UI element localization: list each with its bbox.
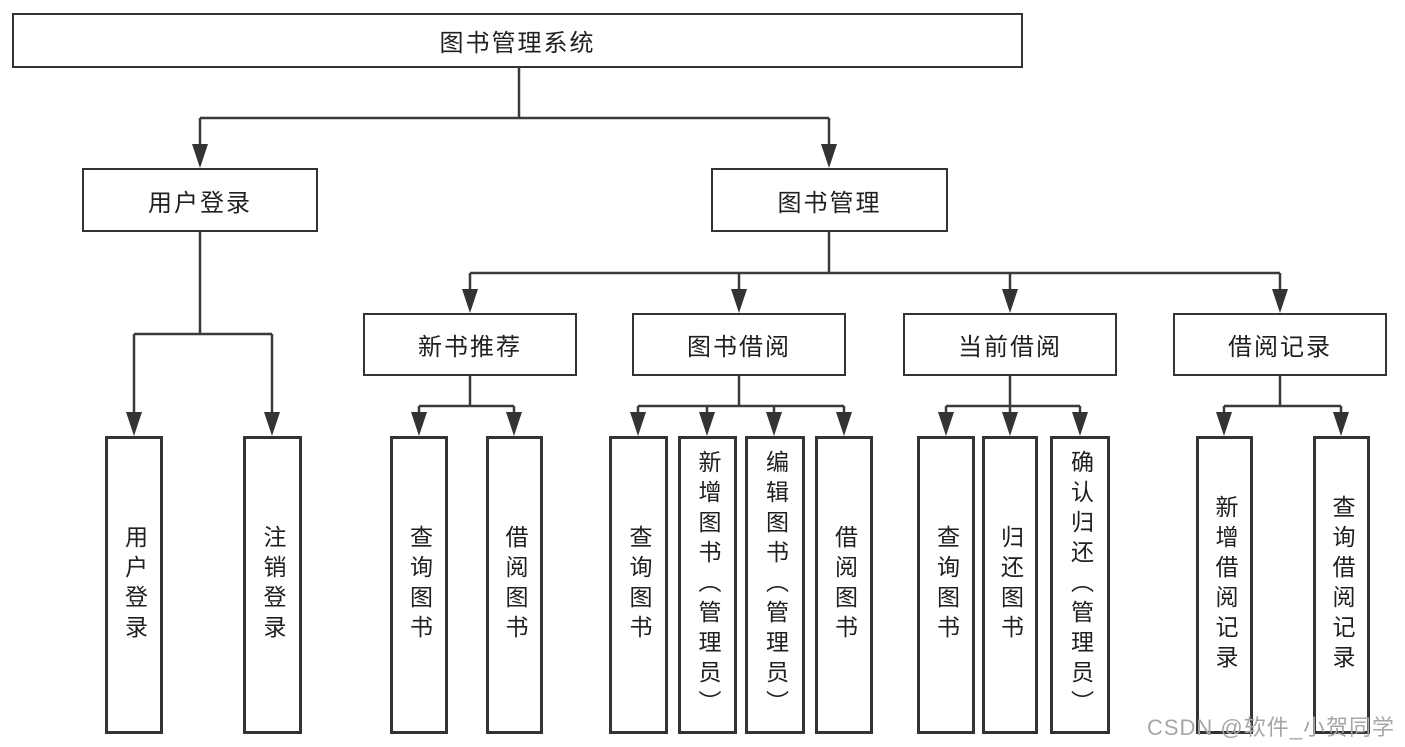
connector-new-book-recommend (417, 376, 516, 418)
leaf-label: 注销登录 (260, 525, 286, 645)
node-label: 图书管理系统 (439, 30, 596, 57)
leaf-query-books-recommend: 查询图书 (390, 436, 448, 734)
connector-book-management (468, 232, 1282, 295)
arrowhead-leaf (766, 412, 782, 436)
leaf-label: 查询图书 (626, 525, 652, 645)
arrowhead-leaf (938, 412, 954, 436)
arrowhead-leaf (1216, 412, 1232, 436)
leaf-query-borrow-record: 查询借阅记录 (1313, 436, 1370, 734)
leaf-label: 查询借阅记录 (1329, 495, 1355, 675)
arrowhead-leaf (630, 412, 646, 436)
leaf-add-book-admin: 新增图书（管理员） (678, 436, 737, 734)
node-borrow-records: 借阅记录 (1173, 313, 1387, 376)
arrowhead-logout-leaf (264, 412, 280, 436)
leaf-label: 查询图书 (406, 525, 433, 645)
leaf-label: 确认归还（管理员） (1067, 450, 1094, 720)
arrowhead-leaf (411, 412, 427, 436)
leaf-query-books-borrow: 查询图书 (609, 436, 668, 734)
leaf-borrow-books: 借阅图书 (815, 436, 873, 734)
node-current-borrow: 当前借阅 (903, 313, 1117, 376)
arrowhead-new-book-recommend (462, 289, 478, 313)
arrowhead-current-borrow (1002, 289, 1018, 313)
leaf-return-book: 归还图书 (982, 436, 1038, 734)
node-label: 新书推荐 (418, 334, 522, 361)
leaf-borrow-books-recommend: 借阅图书 (486, 436, 543, 734)
node-label: 图书管理 (777, 189, 882, 217)
leaf-add-borrow-record: 新增借阅记录 (1196, 436, 1253, 734)
leaf-label: 新增借阅记录 (1212, 495, 1238, 675)
connector-book-borrow (636, 376, 846, 418)
arrowhead-leaf (699, 412, 715, 436)
connector-root (198, 68, 831, 150)
arrowhead-login-leaf (126, 412, 142, 436)
node-label: 用户登录 (148, 189, 252, 217)
arrowhead-leaf (836, 412, 852, 436)
arrowhead-book-borrow (731, 289, 747, 313)
arrowhead-leaf (1002, 412, 1018, 436)
node-book-management: 图书管理 (711, 168, 948, 232)
node-label: 借阅记录 (1228, 334, 1332, 361)
leaf-label: 查询图书 (933, 525, 960, 645)
arrowhead-leaf (1072, 412, 1088, 436)
leaf-logout: 注销登录 (243, 436, 302, 734)
connector-borrow-records (1222, 376, 1343, 418)
connector-current-borrow (944, 376, 1082, 418)
leaf-label: 借阅图书 (502, 525, 528, 645)
arrowhead-leaf (506, 412, 522, 436)
node-library-system: 图书管理系统 (12, 13, 1023, 68)
arrowhead-borrow-records (1272, 289, 1288, 313)
leaf-label: 新增图书（管理员） (695, 450, 721, 720)
leaf-label: 编辑图书（管理员） (762, 450, 789, 720)
node-user-login: 用户登录 (82, 168, 318, 232)
leaf-query-books-current: 查询图书 (917, 436, 975, 734)
connector-user-login (132, 232, 274, 418)
csdn-watermark: CSDN @软件_小贺同学 (1146, 715, 1395, 740)
leaf-confirm-return-admin: 确认归还（管理员） (1050, 436, 1110, 734)
arrowhead-leaf (1333, 412, 1349, 436)
leaf-label: 归还图书 (997, 525, 1024, 645)
node-label: 图书借阅 (687, 334, 791, 361)
leaf-edit-book-admin: 编辑图书（管理员） (745, 436, 805, 734)
arrowhead-book-management (821, 144, 837, 168)
leaf-label: 借阅图书 (831, 525, 858, 645)
node-label: 当前借阅 (958, 334, 1062, 361)
leaf-user-login: 用户登录 (105, 436, 163, 734)
node-new-book-recommend: 新书推荐 (363, 313, 577, 376)
arrowhead-user-login (192, 144, 208, 168)
node-book-borrow: 图书借阅 (632, 313, 846, 376)
leaf-label: 用户登录 (121, 525, 148, 645)
